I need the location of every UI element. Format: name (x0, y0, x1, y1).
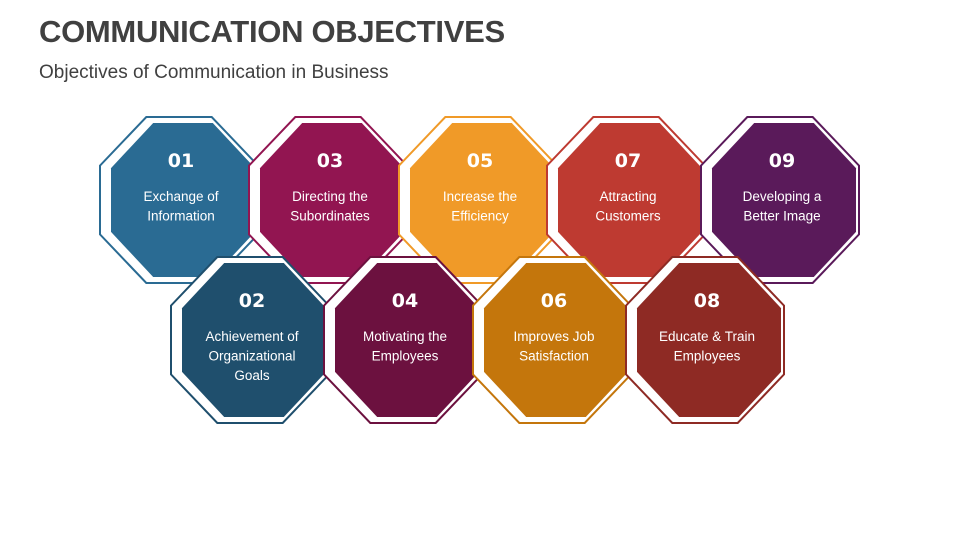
octagon-fill (410, 123, 554, 277)
objective-number: 05 (467, 150, 493, 172)
objective-number: 06 (541, 290, 567, 312)
octagon-fill (182, 263, 326, 417)
objective-number: 04 (392, 290, 418, 312)
objective-label-line: Motivating the (363, 329, 447, 344)
objective-label-line: Better Image (743, 209, 820, 224)
objective-label-line: Satisfaction (519, 349, 589, 364)
objective-label-line: Attracting (599, 189, 656, 204)
objective-number: 09 (769, 150, 795, 172)
objective-number: 08 (694, 290, 720, 312)
objective-number: 07 (615, 150, 641, 172)
objective-label-line: Achievement of (205, 329, 298, 344)
objective-label-line: Subordinates (290, 209, 370, 224)
objective-label-line: Goals (234, 368, 270, 383)
page-subtitle: Objectives of Communication in Business (39, 62, 389, 83)
objective-number: 03 (317, 150, 343, 172)
objective-label-line: Developing a (743, 189, 822, 204)
page-title: COMMUNICATION OBJECTIVES (39, 14, 505, 49)
objective-label-line: Efficiency (451, 209, 509, 224)
octagon-fill (111, 123, 255, 277)
objective-label-line: Directing the (292, 189, 368, 204)
octagon-fill (637, 263, 781, 417)
objective-label-line: Exchange of (143, 189, 218, 204)
objective-label-line: Increase the (443, 189, 517, 204)
objective-label-line: Organizational (208, 349, 295, 364)
octagon-fill (712, 123, 856, 277)
objective-label-line: Customers (595, 209, 661, 224)
objective-number: 01 (168, 150, 194, 172)
objective-label-line: Information (147, 209, 215, 224)
objective-label-line: Employees (674, 349, 741, 364)
objective-number: 02 (239, 290, 265, 312)
octagon-fill (335, 263, 479, 417)
octagon-fill (558, 123, 702, 277)
objective-label-line: Improves Job (513, 329, 594, 344)
objective-label-line: Educate & Train (659, 329, 755, 344)
octagon-fill (260, 123, 404, 277)
octagon-fill (484, 263, 628, 417)
objective-label-line: Employees (372, 349, 439, 364)
